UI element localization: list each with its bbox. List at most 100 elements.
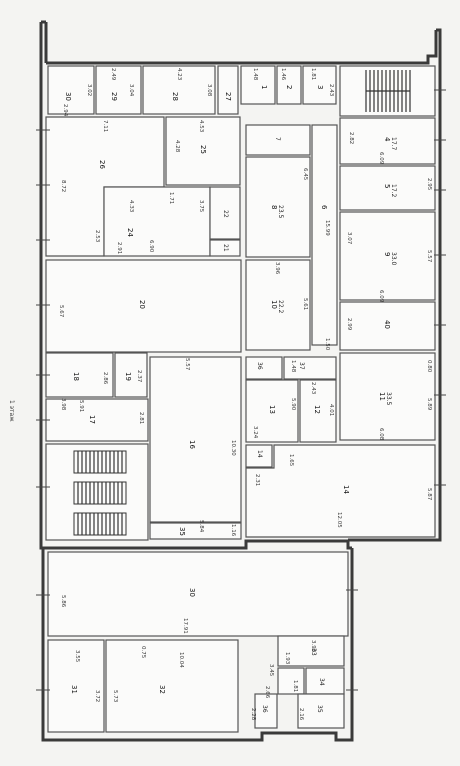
room-15 [245,444,273,468]
room-labels: 30 29 28 27 1 2 3 26 25 24 22 21 7 8 23.… [64,85,397,713]
room-label-23: 24 [126,228,134,237]
room-3 [302,65,337,105]
room-7 [245,124,311,156]
dim-label: 6.45 [302,168,308,181]
dim-label: 3.02 [86,84,92,96]
room-36 [254,693,278,729]
room-20 [45,259,242,353]
dim-label: 12.05 [336,512,342,528]
dim-label: 6.08 [378,428,384,441]
dim-label: 5.61 [302,298,308,310]
room-label-11: 11 [378,392,386,401]
room-label-14: 14 [342,485,350,494]
room-label-1: 1 [260,85,268,89]
dim-label: 8.72 [60,180,66,192]
room-5 [339,165,436,211]
dim-label: 6.09 [378,290,384,303]
room-label-20: 20 [138,300,146,309]
room-label-3: 3 [316,85,324,89]
room-27 [142,65,216,115]
room-37 [149,522,242,540]
room-area-8: 23.5 [277,205,284,219]
dim-label: 0.75 [140,646,146,659]
floor-label: 1 этаж [8,400,15,422]
room-34 [305,667,345,695]
room-label-30: 30 [188,588,196,597]
dim-label: 7.11 [102,120,108,132]
room-19 [114,352,148,398]
dim-label: 2.31 [254,474,260,486]
dim-label: 17.91 [182,618,188,634]
dim-label: 1.65 [288,454,294,467]
room-21 [209,239,241,257]
room-area-10: 22.2 [277,300,284,314]
dim-label: 2.53 [94,230,100,243]
dim-label: 2.91 [116,242,122,254]
dim-label: 2.66 [264,686,270,699]
room-label-19: 19 [124,372,132,381]
room-area-4: 17.7 [390,137,397,151]
room-28 [95,65,142,115]
room-4 [339,117,436,165]
stair-top [365,70,411,112]
room-6 [311,124,338,346]
room-39 [283,356,337,380]
room-35 [297,693,345,729]
room-label-28: 29 [110,92,118,101]
room-label-26: 27 [224,92,232,101]
dim-label: 2.43 [328,84,334,97]
room-11 [339,352,436,441]
room-label-16: 16 [188,440,196,449]
room-40 [339,301,436,351]
room-10 [245,259,311,351]
room-12 [299,379,337,443]
dim-label: 5.91 [78,400,84,412]
room-label-29: 30 [64,92,72,101]
window-ticks [36,89,446,691]
room-label-8: 8 [270,205,278,209]
dim-label: 2.81 [138,412,144,424]
dim-label: 2.99 [346,318,352,331]
dim-label: 2.82 [348,132,354,144]
room-label-18: 18 [72,372,80,381]
room-area-11: 33.5 [385,392,392,406]
dim-label: 1.48 [290,360,296,373]
dim-label: 5.86 [60,595,66,608]
room-14 [245,444,436,538]
dim-label: 15.99 [324,220,330,236]
dim-label: 1.46 [280,68,286,81]
room-26 [217,65,239,115]
room-label-4: 4 [383,137,391,142]
dim-label: 6.90 [148,240,154,253]
room-label-7: 7 [274,137,281,141]
dim-label: 5.67 [58,305,64,318]
dim-label: 2.16 [298,708,304,721]
room-area-5: 17.2 [390,184,397,198]
dim-label: 5.73 [112,690,118,703]
room-label-40: 40 [383,320,391,329]
dim-label: 3.08 [206,84,212,97]
dim-label: 1.81 [292,680,298,692]
room-22 [209,186,241,240]
dim-label: 5.57 [426,250,432,263]
room-38 [245,356,283,380]
dim-label: 4.53 [198,120,204,133]
room-label-36: 36 [261,705,268,713]
dim-label: 2.94 [62,104,68,117]
room-30 [47,551,349,637]
room-34-a [277,667,305,695]
dim-label: 3.55 [74,650,80,663]
dim-label: 3.45 [268,664,274,677]
room-label-10: 10 [270,300,278,309]
room-9 [339,211,436,301]
room-label-34: 34 [318,678,325,686]
room-1 [240,65,276,105]
room-label-21: 21 [222,244,229,252]
dim-label: 5.90 [290,398,296,411]
dim-label: 5.57 [184,358,190,371]
room-label-6: 6 [320,205,328,210]
dim-label: 10.30 [230,440,236,456]
dim-label: 3.96 [274,262,280,275]
room-2 [276,65,302,105]
room-18 [45,352,114,398]
